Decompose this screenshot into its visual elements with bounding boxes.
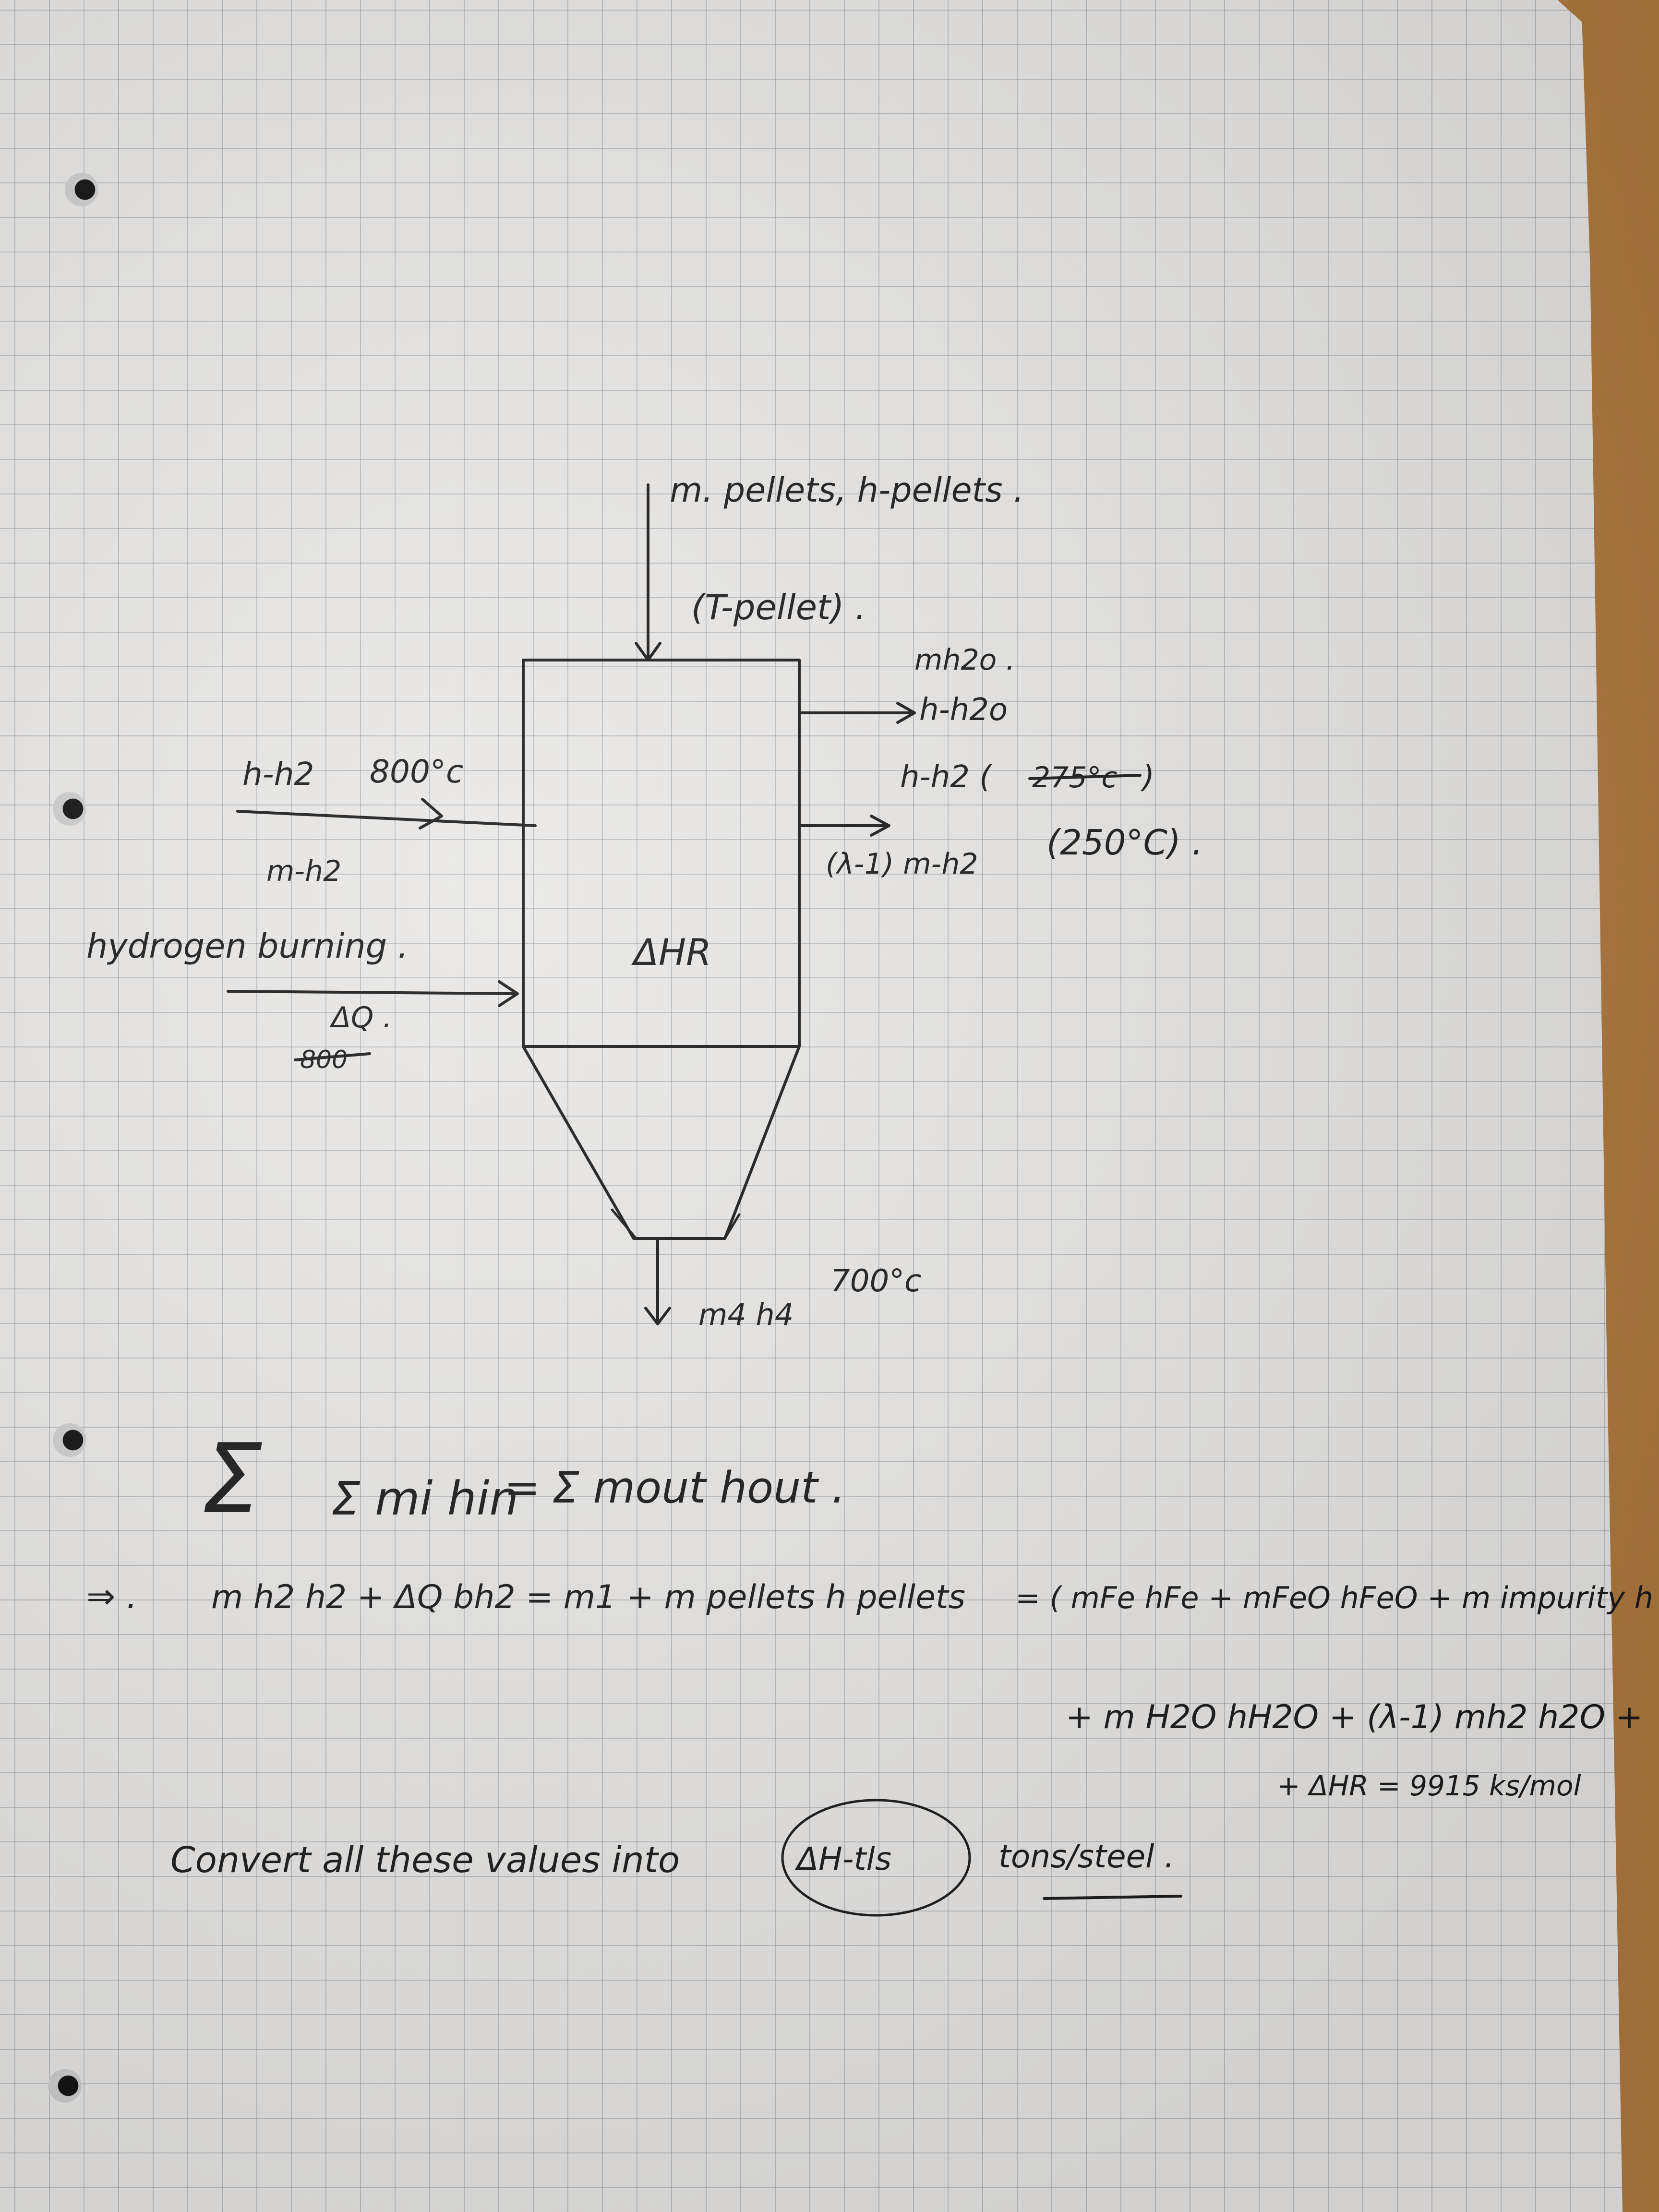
reactor-cone (522, 1045, 801, 1240)
circle-mark (781, 1799, 971, 1917)
h2-in-mass-label: m-h2 (266, 854, 341, 888)
arrow-head (644, 1307, 671, 1325)
binder-hole (48, 2069, 82, 2103)
top-inlet-label: m. pellets, h-pellets . (670, 470, 1024, 510)
h2-in-temp-label: 800°c (370, 753, 463, 790)
implies-arrow: ⇒ . (86, 1576, 137, 1616)
binder-hole (53, 1423, 86, 1457)
h2o-mass-label: mh2o . (914, 643, 1015, 677)
h2-in-label: h-h2 (242, 756, 314, 793)
reactor-enthalpy-label: ΔHR (631, 931, 711, 974)
arrow-head (498, 980, 519, 1007)
h2o-enthalpy-label: h-h2o (919, 692, 1008, 728)
arrow-head (419, 798, 443, 830)
h2-out-label: h-h2 ( (900, 759, 993, 795)
graph-paper-sheet (0, 0, 1623, 2212)
binder-hole (65, 173, 98, 206)
balance-sum-in: Σ mi hin (331, 1472, 518, 1526)
delta-q-label: ΔQ . (329, 1001, 392, 1034)
balance-line-3: + ΔHR = 9915 ks/mol (1277, 1769, 1581, 1802)
heat-inlet-arrow (227, 990, 517, 995)
strike-through (294, 1052, 371, 1061)
closing-paren: ) (1141, 759, 1154, 795)
top-temp-label: (T-pellet) . (691, 587, 866, 627)
underline (1043, 1895, 1182, 1900)
balance-sum-out: Σ mout hout . (552, 1463, 845, 1513)
cone-tick (723, 1213, 741, 1240)
sum-in-sigma: Σ (202, 1423, 262, 1535)
circled-term: ΔH-tls (794, 1840, 891, 1877)
burning-label: hydrogen burning . (86, 926, 409, 966)
h2-out-temp-label: (250°C) . (1046, 822, 1203, 863)
arrow-head (896, 702, 916, 724)
arrow-head (870, 815, 890, 837)
h2-inlet-arrow (236, 810, 537, 827)
arrow-head (635, 642, 661, 661)
closing-note: Convert all these values into (170, 1839, 680, 1881)
product-label: m4 h4 (698, 1297, 793, 1332)
strike-through (1028, 774, 1142, 780)
reactor-shaft (522, 659, 801, 1048)
balance-line-1-right: = ( mFe hFe + mFeO hFeO + m impurity h i… (1015, 1580, 1659, 1615)
balance-equals: = (504, 1463, 540, 1513)
product-temp-label: 700°c (830, 1263, 921, 1299)
h2-out-flow-label: (λ-1) m-h2 (826, 847, 978, 881)
balance-line-1-left: m h2 h2 + ΔQ bh2 = m1 + m pellets h pell… (211, 1578, 965, 1616)
balance-line-2: + m H2O hH2O + (λ-1) mh2 h2O + (1066, 1698, 1643, 1736)
cone-tick (611, 1208, 637, 1240)
binder-hole (53, 792, 86, 826)
closing-units: tons/steel . (998, 1838, 1174, 1875)
